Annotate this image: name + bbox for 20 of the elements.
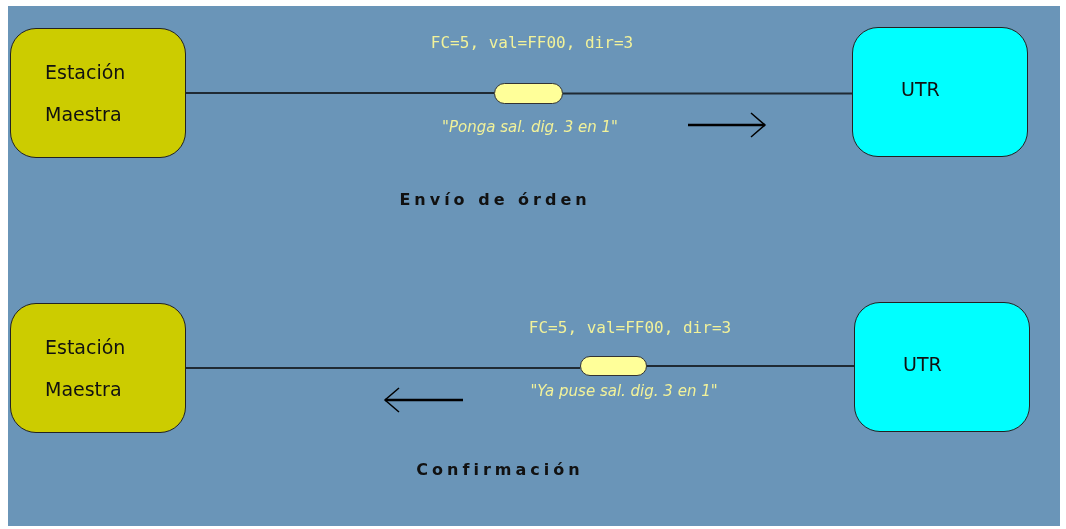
rtu-box <box>852 27 1028 157</box>
message-code: FC=5, val=FF00, dir=3 <box>430 33 634 52</box>
message-text: "Ya puse sal. dig. 3 en 1" <box>530 382 718 400</box>
connector-line <box>646 365 855 367</box>
node-label: UTR <box>901 77 941 102</box>
station-box <box>10 303 186 433</box>
connector-line <box>185 367 581 369</box>
node-label: Estación Maestra <box>45 60 127 127</box>
caption-label: Envío de órden <box>399 190 591 209</box>
message-capsule <box>580 356 647 376</box>
rtu-box <box>854 302 1030 432</box>
message-capsule <box>494 83 563 104</box>
message-code: FC=5, val=FF00, dir=3 <box>528 318 732 337</box>
message-text: "Ponga sal. dig. 3 en 1" <box>442 118 618 136</box>
connector-line <box>185 92 495 94</box>
node-label: UTR <box>903 352 943 377</box>
caption-label: Confirmación <box>416 460 584 479</box>
node-label: Estación Maestra <box>45 335 127 402</box>
connector-line <box>562 92 853 95</box>
station-box <box>10 28 186 158</box>
